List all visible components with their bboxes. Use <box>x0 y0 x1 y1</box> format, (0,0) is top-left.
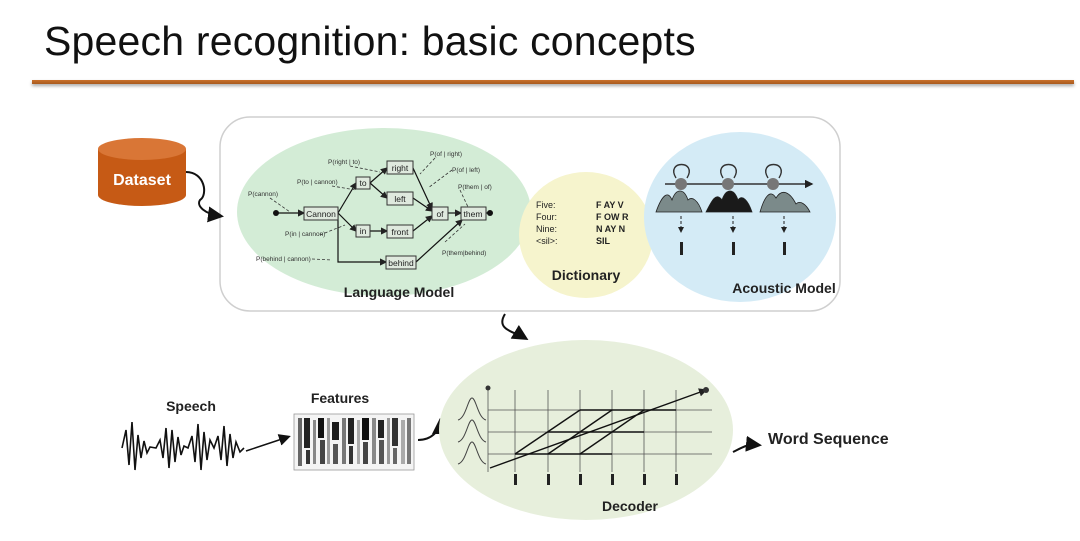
lm-node-cannon: Cannon <box>306 209 336 219</box>
language-model-graph <box>276 167 463 266</box>
lm-node-behind: behind <box>388 258 414 268</box>
hmm-state-2 <box>722 178 734 190</box>
word-sequence-label: Word Sequence <box>768 431 889 448</box>
lm-prob-leaders <box>269 157 469 261</box>
language-model-ellipse <box>237 128 531 296</box>
dict-phones-2: N AY N <box>596 224 625 234</box>
dict-phones-0: F AY V <box>596 200 624 210</box>
decoder-frame-bars <box>514 474 678 485</box>
spectrogram <box>298 418 411 466</box>
decoder-paths <box>489 388 708 469</box>
slide-title: Speech recognition: basic concepts <box>44 18 696 64</box>
dataset-arrow <box>185 171 224 223</box>
lm-node-of: of <box>436 209 444 219</box>
lm-node-in: in <box>360 226 367 236</box>
hmm-state-1 <box>675 178 687 190</box>
decoder-ellipse <box>439 340 733 520</box>
lm-node-them: them <box>464 209 483 219</box>
emission-arrows <box>678 216 787 233</box>
language-model-label: Language Model <box>344 284 454 300</box>
lm-prob-right-to: P(right | to) <box>328 159 360 166</box>
hmm-states <box>665 163 814 189</box>
lm-start-node <box>273 210 279 216</box>
features-label: Features <box>311 390 370 406</box>
speech-waveform <box>121 421 245 471</box>
model-to-decoder-arrow <box>501 313 529 341</box>
lm-node-front: front <box>391 227 409 237</box>
lm-prob-in-cannon: P(in | cannon) <box>285 231 325 238</box>
lm-node-boxes <box>303 160 487 270</box>
dict-phones-3: SIL <box>596 236 611 246</box>
dictionary-ellipse <box>519 172 653 298</box>
gaussian-mixtures <box>655 190 811 213</box>
speech-arrow <box>245 434 291 452</box>
acoustic-model-ellipse <box>644 132 836 302</box>
dict-word-3: <sil>: <box>536 236 558 246</box>
observation-bars <box>680 242 786 255</box>
dictionary-label: Dictionary <box>552 267 621 283</box>
decoder-end-node <box>703 387 709 393</box>
lm-prob-of-right: P(of | right) <box>430 151 462 158</box>
features-arrow <box>417 418 448 441</box>
lm-node-to: to <box>359 178 366 188</box>
lm-end-node <box>487 210 493 216</box>
decoder-output-arrow <box>732 435 762 453</box>
dataset-label: Dataset <box>113 172 171 189</box>
title-underline <box>32 80 1074 84</box>
lm-prob-them-of: P(them | of) <box>458 184 492 191</box>
dict-word-0: Five: <box>536 200 556 210</box>
lm-node-left: left <box>394 194 406 204</box>
decoder-label: Decoder <box>602 498 659 514</box>
dataset-cylinder <box>98 138 186 206</box>
dict-word-1: Four: <box>536 212 557 222</box>
acoustic-model-label: Acoustic Model <box>732 280 835 296</box>
lm-node-right: right <box>392 163 409 173</box>
lm-prob-them-behind: P(them|behind) <box>442 250 486 257</box>
hmm-state-3 <box>767 178 779 190</box>
lm-prob-to-cannon: P(to | cannon) <box>297 179 338 186</box>
decoder-gaussians <box>457 397 487 465</box>
lm-prob-behind-cannon: P(behind | cannon) <box>256 256 311 263</box>
dict-word-2: Nine: <box>536 224 557 234</box>
speech-label: Speech <box>166 398 216 414</box>
dict-phones-1: F OW R <box>596 212 629 222</box>
decoder-start-node <box>485 385 491 391</box>
lm-prob-cannon: P(cannon) <box>248 191 278 198</box>
lm-prob-of-left: P(of | left) <box>452 167 480 174</box>
